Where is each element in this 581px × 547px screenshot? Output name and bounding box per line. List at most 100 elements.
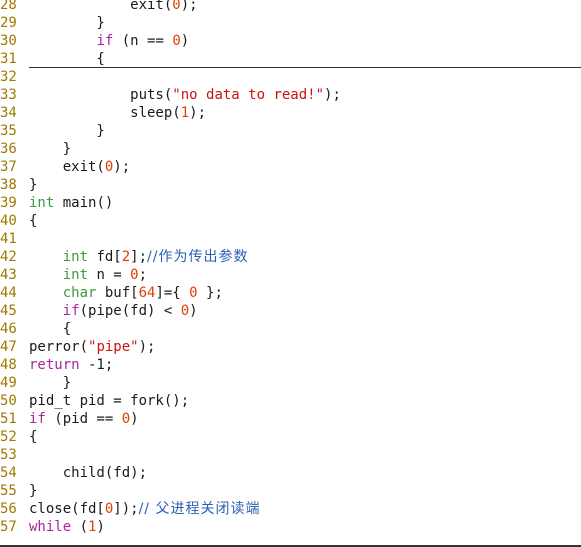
code-line[interactable]: 40{ — [0, 212, 581, 230]
line-number: 34 — [0, 105, 17, 121]
current-code-line[interactable]: 31 { — [0, 50, 581, 68]
code-text: } — [29, 483, 37, 499]
code-token: 64 — [138, 285, 156, 301]
code-token: ) — [180, 33, 190, 49]
code-line[interactable]: 29 } — [0, 14, 581, 32]
code-line[interactable]: 43 int n = 0; — [0, 266, 581, 284]
code-line[interactable]: 32 — [0, 68, 581, 86]
line-number: 41 — [0, 231, 17, 247]
code-token: -1; — [79, 357, 114, 373]
code-token: ) — [189, 303, 198, 319]
code-token: sleep( — [29, 105, 181, 121]
code-token: if — [62, 303, 80, 319]
line-number: 37 — [0, 159, 17, 175]
line-number: 33 — [0, 87, 17, 103]
code-token: 0 — [104, 501, 114, 517]
code-line[interactable]: 44 char buf[64]={ 0 }; — [0, 284, 581, 302]
code-text: sleep(1); — [29, 105, 206, 121]
code-line[interactable]: 54 child(fd); — [0, 464, 581, 482]
code-line[interactable]: 34 sleep(1); — [0, 104, 581, 122]
code-token: "no data to read!" — [172, 87, 325, 103]
line-number: 38 — [0, 177, 17, 193]
code-line[interactable]: 39 int main() — [0, 194, 581, 212]
code-token: ]); — [113, 501, 139, 517]
code-line[interactable]: 42 int fd[2];//作为传出参数 — [0, 248, 581, 266]
code-token: exit( — [29, 0, 173, 13]
code-token: } — [29, 177, 38, 193]
code-token: ); — [324, 87, 341, 103]
code-token: 0 — [172, 33, 181, 49]
code-token: buf[ — [96, 285, 139, 301]
code-token — [29, 267, 63, 283]
code-line[interactable]: 33 puts("no data to read!"); — [0, 86, 581, 104]
code-token: { — [29, 429, 38, 445]
code-line[interactable]: 41 — [0, 230, 581, 248]
code-token: 0 — [189, 285, 198, 301]
line-number: 50 — [0, 393, 17, 409]
line-number: 56 — [0, 501, 17, 517]
code-line[interactable]: 37 exit(0); — [0, 158, 581, 176]
code-token: (pipe(fd) < — [79, 303, 181, 319]
code-token: ( — [71, 519, 89, 535]
code-line[interactable]: 28 exit(0); — [0, 0, 581, 14]
code-token: ); — [180, 0, 198, 13]
code-text: if (n == 0) — [29, 33, 189, 49]
code-token: ); — [138, 339, 156, 355]
code-token: 0 — [104, 159, 114, 175]
code-token: if — [29, 411, 46, 427]
code-text: return -1; — [29, 357, 113, 373]
code-line[interactable]: 55} — [0, 482, 581, 500]
code-token: 1 — [180, 105, 190, 121]
code-token: (n == — [113, 33, 173, 49]
code-text: close(fd[0]);// 父进程关闭读端 — [29, 501, 260, 517]
code-text: int main() — [29, 195, 113, 211]
status-bar-divider — [0, 545, 581, 547]
code-token: }; — [197, 285, 223, 301]
code-line[interactable]: 35 } — [0, 122, 581, 140]
code-token: n = — [88, 267, 131, 283]
code-text: char buf[64]={ 0 }; — [29, 285, 223, 301]
code-token: ]={ — [155, 285, 190, 301]
code-token: perror( — [29, 339, 89, 355]
code-line[interactable]: 52 { — [0, 428, 581, 446]
code-line[interactable]: 56 close(fd[0]);// 父进程关闭读端 — [0, 500, 581, 518]
code-text: } — [29, 375, 71, 391]
code-token — [29, 285, 63, 301]
line-number: 29 — [0, 15, 17, 31]
code-line[interactable]: 38} — [0, 176, 581, 194]
line-number: 39 — [0, 195, 17, 211]
code-line[interactable]: 50 pid_t pid = fork(); — [0, 392, 581, 410]
code-line[interactable]: 46 { — [0, 320, 581, 338]
code-line[interactable]: 49 } — [0, 374, 581, 392]
code-line[interactable]: 45 if(pipe(fd) < 0) — [0, 302, 581, 320]
code-text: { — [29, 51, 104, 67]
code-token: main() — [54, 195, 114, 211]
code-line[interactable]: 53 — [0, 446, 581, 464]
code-text: { — [29, 321, 71, 337]
code-text: } — [29, 141, 71, 157]
code-text: if (pid == 0) — [29, 411, 139, 427]
code-token: 2 — [121, 249, 131, 265]
code-token: exit( — [29, 159, 105, 175]
line-number: 49 — [0, 375, 17, 391]
code-token: } — [29, 141, 72, 157]
code-token: close(fd[ — [29, 501, 105, 517]
line-number: 52 — [0, 429, 17, 445]
code-line[interactable]: 36 } — [0, 140, 581, 158]
line-number: 54 — [0, 465, 17, 481]
code-token: 0 — [130, 267, 139, 283]
code-text: pid_t pid = fork(); — [29, 393, 189, 409]
code-token: 0 — [121, 411, 131, 427]
code-token: ); — [113, 159, 131, 175]
line-number: 46 — [0, 321, 17, 337]
code-text: puts("no data to read!"); — [29, 87, 341, 103]
code-line[interactable]: 30 if (n == 0) — [0, 32, 581, 50]
line-number: 40 — [0, 213, 17, 229]
line-number: 36 — [0, 141, 17, 157]
code-token: (pid == — [45, 411, 122, 427]
